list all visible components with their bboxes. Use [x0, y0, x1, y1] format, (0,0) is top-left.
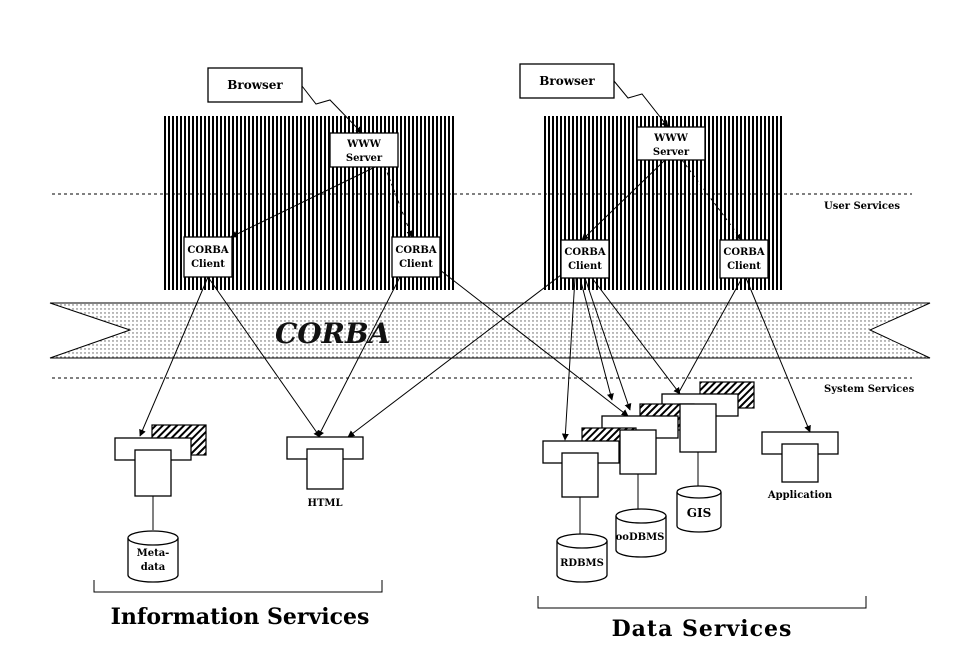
oodbms-service: ooDBMS	[615, 474, 667, 558]
corba-client-3: CORBA Client	[560, 239, 610, 279]
rdbms-service: RDBMS	[556, 497, 608, 583]
svg-text:Browser: Browser	[539, 74, 595, 88]
svg-text:Server: Server	[346, 153, 383, 164]
data-bracket	[537, 596, 867, 609]
oodbms-label: ooDBMS	[616, 532, 665, 543]
corba-band	[49, 302, 931, 359]
browser-link-left	[301, 85, 363, 134]
corba-label: CORBA	[275, 317, 390, 350]
rdbms-label: RDBMS	[560, 558, 604, 569]
corba-client-2: CORBA Client	[391, 236, 441, 278]
application-service: Application	[761, 431, 839, 501]
www-server-right: WWW Server	[636, 126, 706, 161]
gis-service: GIS	[676, 452, 722, 533]
metadata-service: Meta- data	[114, 424, 207, 583]
metadata-label-2: data	[141, 562, 166, 573]
data-services-title: Data Services	[612, 616, 793, 642]
information-bracket	[93, 580, 383, 593]
corba-connections	[139, 269, 811, 441]
svg-text:CORBA: CORBA	[723, 247, 764, 258]
browser-left: Browser	[207, 67, 303, 103]
user-services-label: User Services	[824, 201, 900, 212]
information-services-title: Information Services	[111, 604, 370, 630]
svg-text:CORBA: CORBA	[187, 245, 228, 256]
application-label: Application	[767, 490, 833, 501]
gis-label: GIS	[687, 506, 712, 520]
corba-client-4: CORBA Client	[719, 239, 769, 279]
html-service: HTML	[286, 436, 364, 509]
svg-text:Client: Client	[727, 261, 761, 272]
metadata-label-1: Meta-	[137, 548, 170, 559]
corba-client-1: CORBA Client	[183, 236, 233, 278]
svg-text:WWW: WWW	[346, 139, 381, 150]
svg-text:CORBA: CORBA	[564, 247, 605, 258]
svg-text:CORBA: CORBA	[395, 245, 436, 256]
browser-right: Browser	[519, 63, 615, 99]
svg-text:Browser: Browser	[227, 78, 283, 92]
system-services-label: System Services	[824, 384, 915, 395]
svg-text:WWW: WWW	[653, 133, 688, 144]
www-server-left: WWW Server	[329, 132, 399, 168]
svg-text:Client: Client	[191, 259, 225, 270]
html-label: HTML	[308, 498, 343, 509]
svg-text:Client: Client	[399, 259, 433, 270]
data-services-stack	[542, 381, 755, 498]
svg-text:Client: Client	[568, 261, 602, 272]
svg-text:Server: Server	[653, 147, 690, 158]
browser-link-right	[613, 80, 669, 128]
